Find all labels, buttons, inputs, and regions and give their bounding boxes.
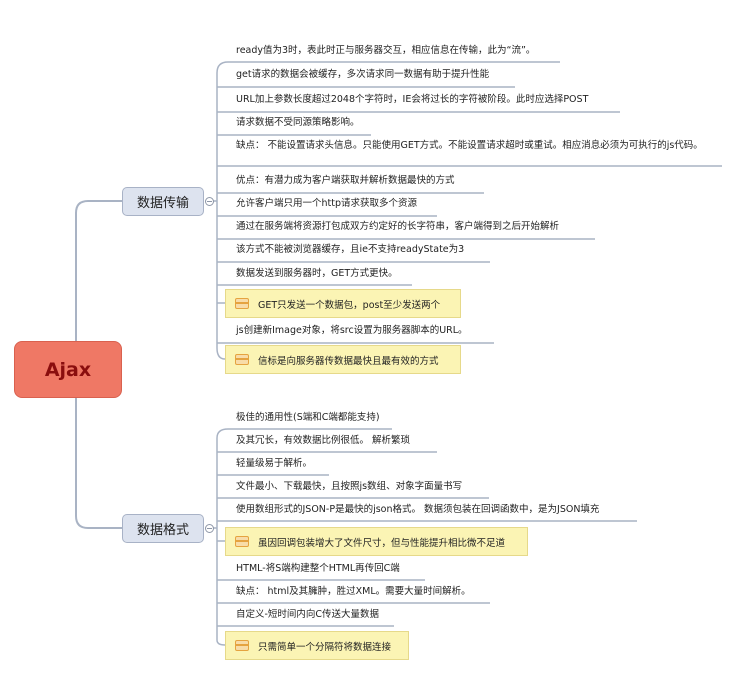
note-label: 只需简单一个分隔符将数据连接 (258, 641, 392, 653)
note-label: GET只发送一个数据包，post至少发送两个 (258, 299, 441, 311)
note-node[interactable]: 虽因回调包装增大了文件尺寸，但与性能提升相比微不足道 (225, 527, 528, 556)
note-node[interactable]: 只需简单一个分隔符将数据连接 (225, 631, 409, 660)
root-node[interactable]: Ajax (14, 341, 122, 398)
leaf-node[interactable]: 自定义-短时间内向C传送大量数据 (236, 609, 380, 620)
leaf-node[interactable]: 允许客户端只用一个http请求获取多个资源 (236, 198, 418, 209)
collapse-toggle-icon[interactable] (205, 197, 214, 206)
leaf-node[interactable]: 文件最小、下载最快，且按照js数组、对象字面量书写 (236, 481, 463, 492)
leaf-node[interactable]: 该方式不能被浏览器缓存，且ie不支持readyState为3 (236, 244, 465, 255)
root-label: Ajax (44, 358, 92, 381)
branch-data-format[interactable]: 数据格式 (122, 514, 204, 543)
collapse-toggle-icon[interactable] (205, 524, 214, 533)
leaf-node[interactable]: get请求的数据会被缓存，多次请求同一数据有助于提升性能 (236, 69, 490, 80)
note-icon (235, 354, 249, 365)
leaf-node[interactable]: 使用数组形式的JSON-P是最快的json格式。 数据须包装在回调函数中，是为J… (236, 504, 600, 515)
branch-label: 数据传输 (136, 196, 189, 211)
leaf-node[interactable]: ready值为3时，表此时正与服务器交互，相应信息在传输，此为“流”。 (236, 45, 536, 56)
leaf-node[interactable]: 缺点： html及其臃肿，胜过XML。需要大量时间解析。 (236, 586, 471, 597)
leaf-node[interactable]: 及其冗长，有效数据比例很低。 解析繁琐 (236, 435, 411, 446)
note-icon (235, 298, 249, 309)
note-icon (235, 640, 249, 651)
branch-label: 数据格式 (136, 523, 189, 538)
leaf-node[interactable]: js创建新Image对象，将src设置为服务器脚本的URL。 (236, 325, 468, 336)
leaf-node[interactable]: URL加上参数长度超过2048个字符时，IE会将过长的字符被阶段。此时应选择PO… (236, 94, 589, 105)
leaf-node[interactable]: 极佳的通用性(S端和C端都能支持) (236, 412, 380, 423)
leaf-node[interactable]: 通过在服务端将资源打包成双方约定好的长字符串，客户端得到之后开始解析 (236, 221, 560, 232)
leaf-node[interactable]: 优点：有潜力成为客户端获取并解析数据最快的方式 (236, 175, 455, 186)
note-node[interactable]: GET只发送一个数据包，post至少发送两个 (225, 289, 461, 318)
note-icon (235, 536, 249, 547)
branch-data-transfer[interactable]: 数据传输 (122, 187, 204, 216)
leaf-node[interactable]: 缺点： 不能设置请求头信息。只能使用GET方式。不能设置请求超时或重试。相应消息… (236, 140, 703, 151)
leaf-node[interactable]: 请求数据不受同源策略影响。 (236, 117, 360, 128)
note-node[interactable]: 信标是向服务器传数据最快且最有效的方式 (225, 345, 461, 374)
leaf-node[interactable]: 轻量级易于解析。 (236, 458, 313, 469)
note-label: 信标是向服务器传数据最快且最有效的方式 (258, 355, 439, 367)
note-label: 虽因回调包装增大了文件尺寸，但与性能提升相比微不足道 (258, 537, 506, 549)
leaf-node[interactable]: HTML-将S端构建整个HTML再传回C端 (236, 563, 400, 574)
leaf-node[interactable]: 数据发送到服务器时，GET方式更快。 (236, 268, 398, 279)
